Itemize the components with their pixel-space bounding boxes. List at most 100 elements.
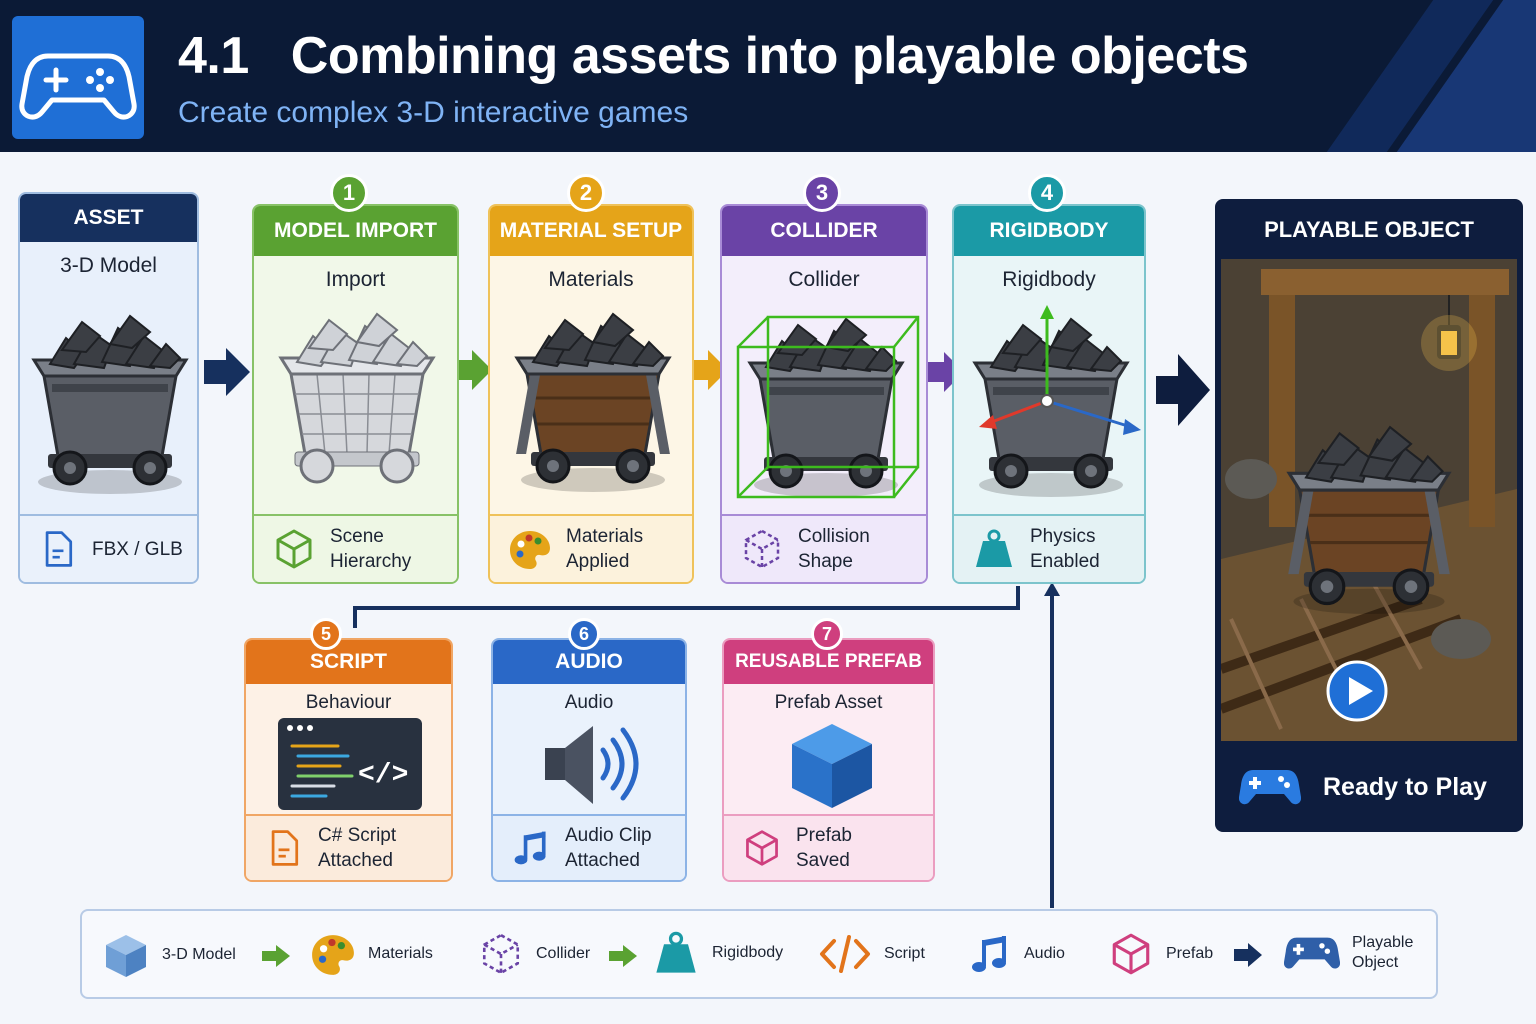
step-footer-text: Physics Enabled: [1030, 526, 1100, 572]
step-footer: Audio Clip Attached: [493, 814, 685, 880]
step-header: SCRIPT: [246, 640, 451, 684]
asset-card-header: ASSET: [20, 194, 197, 242]
arrow-collider-rigidbody: [928, 352, 964, 392]
step-header: COLLIDER: [722, 206, 926, 256]
legend-item-prefab: Prefab: [1108, 931, 1213, 977]
cube-outline-icon: [276, 529, 312, 569]
asset-card-subtitle: 3-D Model: [60, 254, 157, 277]
dashed-cube-icon: [482, 933, 520, 975]
asset-card: ASSET 3-D Model FBX / GLB: [18, 192, 199, 584]
page-title: 4.1 Combining assets into playable object…: [178, 26, 1249, 86]
weight-icon: [976, 529, 1012, 567]
arrow-material-collider: [692, 350, 728, 390]
code-window-image: </>: [278, 718, 422, 810]
step-footer: Physics Enabled: [954, 514, 1144, 582]
step-subtitle: Behaviour: [305, 692, 392, 713]
step-footer: Scene Hierarchy: [254, 514, 457, 582]
step-subtitle: Materials: [548, 268, 634, 291]
legend-label: 3-D Model: [162, 946, 236, 963]
step-card-script: SCRIPT Behaviour </> C# Script Attached: [244, 638, 453, 882]
step-footer: Collision Shape: [722, 514, 926, 582]
legend-label: Materials: [368, 945, 433, 962]
prefab-cube-icon: [1112, 933, 1150, 975]
legend-label: Collider: [536, 945, 591, 962]
playable-object-header: PLAYABLE OBJECT: [1264, 217, 1474, 242]
legend-label: Playable Object: [1352, 934, 1414, 971]
palette-icon: [510, 531, 550, 569]
legend-item-rigidbody: Rigidbody: [652, 929, 783, 977]
dashed-cube-icon: [744, 529, 780, 569]
arrow-rigidbody-playable: [1156, 354, 1210, 426]
title-text: Combining assets into playable objects: [290, 27, 1249, 85]
legend-arrow: [1234, 943, 1262, 967]
step-footer: Prefab Saved: [724, 814, 933, 880]
step-badge: 4: [1028, 174, 1066, 212]
playable-object-footer-text: Ready to Play: [1323, 772, 1487, 801]
wireframe-cart-image: [279, 312, 435, 484]
legend-label: Rigidbody: [712, 944, 784, 961]
section-number: 4.1: [178, 27, 249, 85]
rigidbody-cart-image: [973, 305, 1141, 499]
music-note-icon: [514, 831, 546, 865]
header: 4.1 Combining assets into playable object…: [0, 0, 1536, 152]
asset-card-footer: FBX / GLB: [20, 514, 197, 582]
legend-item-script: Script: [818, 931, 925, 977]
textured-cart-image: [514, 312, 672, 494]
legend-bar: 3-D Model Materials Collider Rigidbody S…: [80, 909, 1438, 999]
palette-icon: [312, 935, 354, 975]
gamepad-icon: [19, 53, 137, 120]
step-badge: 7: [811, 618, 843, 650]
step-subtitle: Collider: [788, 268, 860, 291]
arrow-asset-import: [204, 348, 250, 396]
legend-item-3d-model: 3-D Model: [102, 931, 236, 979]
legend-item-collider: Collider: [478, 931, 590, 977]
legend-label: Script: [884, 945, 925, 962]
code-icon: [820, 935, 870, 973]
legend-item-playable-object: Playable Object: [1284, 929, 1413, 977]
play-button-icon[interactable]: [1325, 659, 1389, 723]
step-card-rigidbody: RIGIDBODY Rigidbody Physics Enabled: [952, 204, 1146, 584]
step-badge: 3: [803, 174, 841, 212]
legend-arrow: [262, 945, 290, 967]
step-footer: C# Script Attached: [246, 814, 451, 880]
step-footer-text: Materials Applied: [566, 526, 644, 572]
step-card-material-setup: MATERIAL SETUP Materials Materials Appli…: [488, 204, 694, 584]
playable-object-panel: PLAYABLE OBJECT Ready to Play: [1215, 199, 1523, 832]
speaker-image: [545, 726, 639, 804]
script-file-icon: [271, 830, 299, 866]
step-card-model-import: MODEL IMPORT Import Scene Hierarchy: [252, 204, 459, 584]
legend-label: Audio: [1024, 945, 1065, 962]
svg-text:</>: </>: [358, 760, 408, 791]
step-subtitle: Import: [325, 268, 386, 291]
step-card-collider: COLLIDER Collider Collision Shape: [720, 204, 928, 584]
weight-icon: [656, 931, 696, 973]
step-subtitle: Audio: [564, 692, 614, 713]
legend-label: Prefab: [1166, 945, 1214, 962]
logo: [12, 16, 144, 139]
step-badge: 5: [310, 618, 342, 650]
step-badge: 6: [568, 618, 600, 650]
playable-object-footer: Ready to Play: [1215, 742, 1523, 832]
step-footer: Materials Applied: [490, 514, 692, 582]
cube-icon: [106, 935, 146, 977]
step-footer-text: Prefab Saved: [796, 825, 852, 871]
step-footer-text: Audio Clip Attached: [565, 825, 652, 871]
step-subtitle: Prefab Asset: [774, 692, 883, 713]
gamepad-icon: [1284, 937, 1340, 969]
mine-cart-image: [32, 314, 188, 496]
step-header: MATERIAL SETUP: [490, 206, 692, 256]
step-badge: 1: [330, 174, 368, 212]
collider-cart-image: [736, 315, 920, 499]
step-header: RIGIDBODY: [954, 206, 1144, 256]
step-badge: 2: [567, 174, 605, 212]
step-card-audio: AUDIO Audio Audio Clip Attached: [491, 638, 687, 882]
prefab-cube-icon: [746, 830, 778, 866]
step-subtitle: Rigidbody: [1002, 268, 1096, 291]
asset-card-footer-text: FBX / GLB: [92, 538, 183, 560]
prefab-cube-image: [792, 724, 872, 808]
file-icon: [45, 531, 73, 567]
gamepad-icon: [1239, 770, 1301, 805]
legend-item-audio: Audio: [968, 931, 1065, 977]
step-footer-text: Scene Hierarchy: [330, 526, 412, 572]
